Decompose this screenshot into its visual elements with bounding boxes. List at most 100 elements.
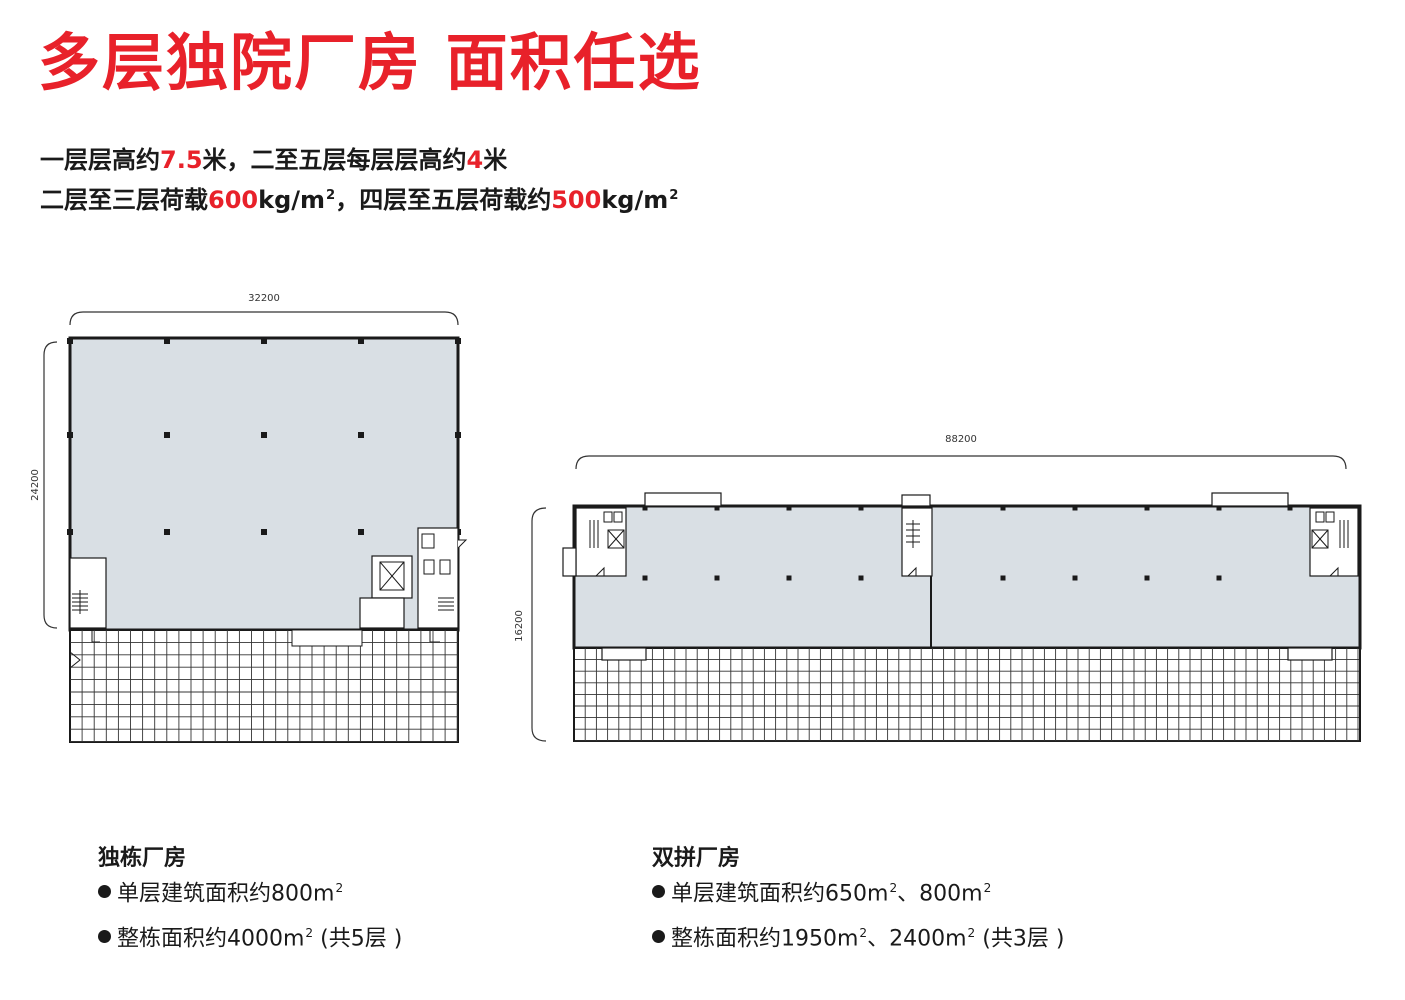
caption-single-note-2-sup: 2 — [305, 926, 314, 940]
plan-single-width-label: 32200 — [248, 293, 280, 304]
column-mark — [858, 575, 864, 581]
column-mark — [164, 529, 170, 535]
spec1-value-upper-floors: 4 — [466, 146, 484, 174]
plan-double-canopy-left — [644, 492, 722, 507]
column-mark — [642, 575, 648, 581]
plan-double-gate-left — [601, 647, 647, 661]
column-mark — [714, 505, 720, 511]
column-mark — [261, 432, 267, 438]
column-mark — [1144, 505, 1150, 511]
plan-double: 88200 16200 — [514, 434, 1362, 742]
bullet-icon — [98, 930, 111, 944]
plan-double-canopy-right — [1211, 492, 1289, 507]
caption-double-note-1-sup-2: 2 — [983, 881, 992, 895]
spec-line-height: 一层层高约7.5米，二至五层每层层高约4米 — [40, 148, 507, 172]
plan-double-floor-area — [572, 504, 1362, 650]
plan-single-stair-treads-left — [72, 590, 88, 614]
plan-double-depth-dimension-line — [531, 507, 547, 742]
caption-single-note-1-text: 单层建筑面积约800m — [117, 881, 335, 907]
plan-single-columns — [67, 338, 461, 535]
caption-double-note-2-sup-2: 2 — [967, 926, 976, 940]
column-mark — [67, 432, 73, 438]
column-mark — [1000, 505, 1006, 511]
spec2-value-load-1: 600 — [208, 186, 259, 214]
plan-double-core-left — [575, 507, 627, 577]
plan-double-side-entry — [562, 547, 577, 577]
plan-single-stair-treads-right — [423, 559, 454, 611]
column-mark — [358, 338, 364, 344]
plan-single-toilet — [421, 533, 435, 549]
bullet-icon — [98, 885, 111, 899]
column-mark — [261, 338, 267, 344]
column-mark — [1072, 505, 1078, 511]
spec2-value-load-2: 500 — [551, 186, 602, 214]
plan-single-stair-left — [69, 557, 107, 629]
column-mark — [786, 575, 792, 581]
plan-single-lobby — [359, 597, 405, 629]
bullet-icon — [652, 885, 665, 899]
plan-double-gate-right — [1287, 647, 1333, 661]
plan-single-elevator-mark — [379, 561, 405, 591]
column-mark — [1216, 575, 1222, 581]
column-mark — [858, 505, 864, 511]
column-mark — [642, 505, 648, 511]
column-mark — [261, 529, 267, 535]
column-mark — [786, 505, 792, 511]
plan-double-width-dimension-line — [575, 455, 1347, 470]
spec2-unit-2-sup: 2 — [669, 187, 679, 203]
column-mark — [67, 338, 73, 344]
caption-double-note-1-text: 单层建筑面积约650m — [671, 881, 889, 907]
column-mark — [1144, 575, 1150, 581]
caption-single-note-2: 整栋面积约4000m2 (共5层 ) — [98, 927, 402, 950]
caption-single-title: 独栋厂房 — [98, 846, 187, 871]
column-mark — [455, 432, 461, 438]
column-mark — [1287, 505, 1293, 511]
caption-single-note-1: 单层建筑面积约800m2 — [98, 882, 343, 905]
column-mark — [164, 432, 170, 438]
caption-double-note-2-text: 整栋面积约1950m — [671, 926, 859, 952]
spec2-unit-1: kg/m — [258, 186, 326, 214]
plan-double-columns — [642, 505, 1293, 581]
page-title: 多层独院厂房 面积任选 — [38, 26, 702, 99]
caption-single-note-2-tail: (共5层 ) — [313, 926, 403, 952]
column-mark — [1000, 575, 1006, 581]
bullet-icon — [652, 930, 665, 944]
caption-single-note-2-text: 整栋面积约4000m — [117, 926, 305, 952]
caption-double-note-2-tail: (共3层 ) — [975, 926, 1065, 952]
spec2-text-2: ，四层至五层荷载约 — [335, 186, 552, 214]
caption-double-note-1: 单层建筑面积约650m2、800m2 — [652, 882, 991, 905]
plan-single-doors — [69, 629, 440, 669]
caption-single-note-1-sup: 2 — [335, 881, 344, 895]
plan-single-elevator — [371, 555, 413, 599]
plan-double-yard-gates — [601, 647, 1333, 661]
column-mark — [67, 529, 73, 535]
plan-double-yard-walls — [573, 648, 1361, 741]
spec2-unit-1-sup: 2 — [326, 187, 336, 203]
spec1-value-first-floor: 7.5 — [160, 146, 203, 174]
column-mark — [455, 338, 461, 344]
caption-double-note-2-text-2: 、2400m — [867, 926, 967, 952]
spec2-text-1: 二层至三层荷载 — [40, 186, 208, 214]
column-mark — [358, 529, 364, 535]
spec1-text-3: 米 — [483, 146, 508, 174]
plan-double-depth-label: 16200 — [514, 610, 525, 642]
plan-double-canopies — [644, 492, 1289, 507]
plan-single-door-swing — [457, 539, 468, 549]
column-mark — [714, 575, 720, 581]
column-mark — [358, 432, 364, 438]
caption-double-note-1-text-2: 、800m — [897, 881, 983, 907]
plan-single-yard-grid — [70, 630, 458, 743]
column-mark — [1072, 575, 1078, 581]
spec1-text-2: 米，二至五层每层层高约 — [202, 146, 467, 174]
caption-double-note-1-sup-1: 2 — [889, 881, 898, 895]
caption-double-note-2: 整栋面积约1950m2、2400m2 (共3层 ) — [652, 927, 1064, 950]
plan-double-canopy-middle — [901, 494, 931, 507]
spec-line-load: 二层至三层荷载600kg/m2，四层至五层荷载约500kg/m2 — [40, 188, 678, 212]
plan-double-core-details — [589, 511, 1349, 577]
plan-single: 32200 24200 — [30, 293, 468, 743]
caption-double-note-2-sup-1: 2 — [859, 926, 868, 940]
plan-single-depth-dimension-line — [43, 341, 58, 629]
caption-double-title: 双拼厂房 — [652, 846, 741, 871]
spec1-text-1: 一层层高约 — [40, 146, 160, 174]
